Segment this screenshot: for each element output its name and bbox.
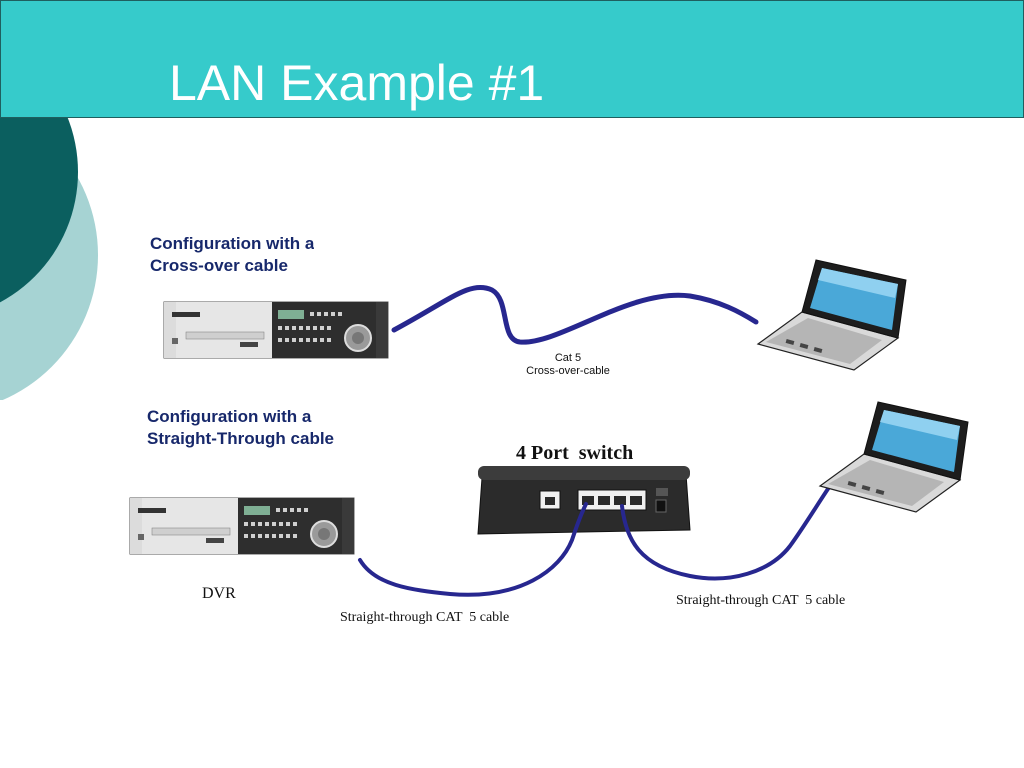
dvr-device-icon <box>163 301 389 359</box>
crossover-config-line1: Configuration with a <box>150 234 315 253</box>
crossover-cable-label-line2: Cross-over-cable <box>526 365 610 377</box>
laptop-icon <box>757 259 907 371</box>
straight-config-label: Configuration with a Straight-Through ca… <box>147 406 334 450</box>
ethernet-port-icon <box>539 490 561 510</box>
crossover-config-label: Configuration with a Cross-over cable <box>150 233 314 271</box>
straight-through-cable-left <box>358 502 588 597</box>
dvr-device-icon <box>129 497 355 555</box>
slide-title: LAN Example #1 <box>169 55 545 111</box>
crossover-cable-label: Cat 5 Cross-over-cable <box>508 352 628 378</box>
straight-config-line2: Straight-Through cable <box>147 429 334 448</box>
network-switch-icon <box>477 466 691 535</box>
crossover-cable-label-line1: Cat 5 <box>554 352 582 364</box>
straight-config-line1: Configuration with a <box>147 407 312 426</box>
crossover-config-line2: Cross-over cable <box>150 256 288 271</box>
dvr-label: DVR <box>202 585 236 602</box>
straight-through-cable-right <box>620 478 836 581</box>
straight-cable-left-label: Straight-through CAT 5 cable <box>340 610 510 625</box>
switch-title: 4 Port switch <box>516 442 634 464</box>
ethernet-port-icon <box>577 489 647 511</box>
straight-cable-right-label: Straight-through CAT 5 cable <box>676 593 846 608</box>
crossover-cable <box>391 284 759 345</box>
title-bar: LAN Example #1 <box>0 0 1024 118</box>
laptop-icon <box>819 401 969 513</box>
